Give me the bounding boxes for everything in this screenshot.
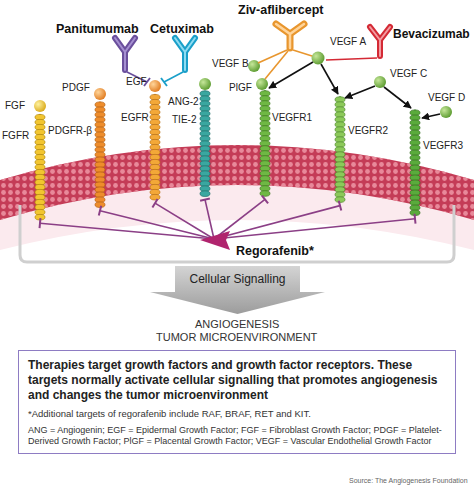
- receptor-group: [35, 90, 420, 219]
- cell-membrane: [0, 145, 474, 220]
- receptor-label: VEGFR1: [272, 112, 312, 124]
- membrane-texture: [0, 145, 474, 220]
- arrow-label: Cellular Signalling: [150, 266, 325, 286]
- bevacizumab-antibody: [326, 27, 390, 60]
- fgf-ligand: [34, 100, 46, 112]
- plgf-ligand: [256, 78, 268, 90]
- abbreviation-list: ANG = Angiogenin; EGF = Epidermal Growth…: [28, 425, 446, 448]
- ligand-label: VEGF A: [330, 36, 366, 48]
- drug-name: Ziv-aflibercept: [238, 3, 323, 17]
- receptor-label: TIE-2: [172, 114, 196, 126]
- ligand-label: ANG-2: [168, 96, 199, 108]
- info-box: Therapies target growth factors and grow…: [18, 350, 456, 454]
- drug-name: Regorafenib*: [236, 244, 314, 258]
- ligand-label: VEGF B: [212, 58, 249, 70]
- bracket: [20, 205, 454, 262]
- ziv-aflibercept-protein: [258, 24, 312, 79]
- receptor-label: EGFR: [121, 112, 149, 124]
- signal-arrow: Cellular Signalling: [150, 266, 325, 314]
- ligand-label: FGF: [5, 100, 25, 112]
- receptor-label: FGFR: [2, 130, 29, 142]
- binding-arrows: [269, 62, 440, 118]
- ligand-label: EGF: [126, 76, 147, 88]
- receptor-label: VEGFR3: [423, 140, 463, 152]
- ang2-ligand: [199, 78, 211, 90]
- drug-name: Cetuximab: [150, 22, 214, 36]
- vegfc-ligand: [374, 76, 386, 88]
- ligand-label: PlGF: [229, 82, 252, 94]
- vegfb-ligand: [248, 60, 260, 72]
- drug-name: Panitumumab: [56, 22, 139, 36]
- box-heading: Therapies target growth factors and grow…: [28, 358, 446, 403]
- pdgf-ligand: [94, 88, 106, 100]
- egf-ligand: [149, 80, 161, 92]
- footnote: *Additional targets of regorafenib inclu…: [28, 408, 446, 420]
- ligand-label: VEGF C: [390, 68, 427, 80]
- source-note: Source: The Angiogenesis Foundation: [349, 477, 468, 485]
- receptor-label: PDGFR-β: [48, 125, 92, 137]
- outcome-label: TUMOR MICROENVIRONMENT: [156, 331, 317, 344]
- vegfa-ligand: [312, 52, 325, 65]
- receptor-label: VEGFR2: [348, 125, 388, 137]
- drug-name: Bevacizumab: [393, 28, 470, 42]
- cetuximab-antibody: [161, 38, 195, 86]
- ligand-label: VEGF D: [428, 92, 465, 104]
- regorafenib-symbol: [200, 231, 230, 250]
- vegfd-ligand: [440, 106, 452, 118]
- outcome-label: ANGIOGENESIS: [195, 318, 279, 331]
- ligand-label: PDGF: [62, 82, 90, 94]
